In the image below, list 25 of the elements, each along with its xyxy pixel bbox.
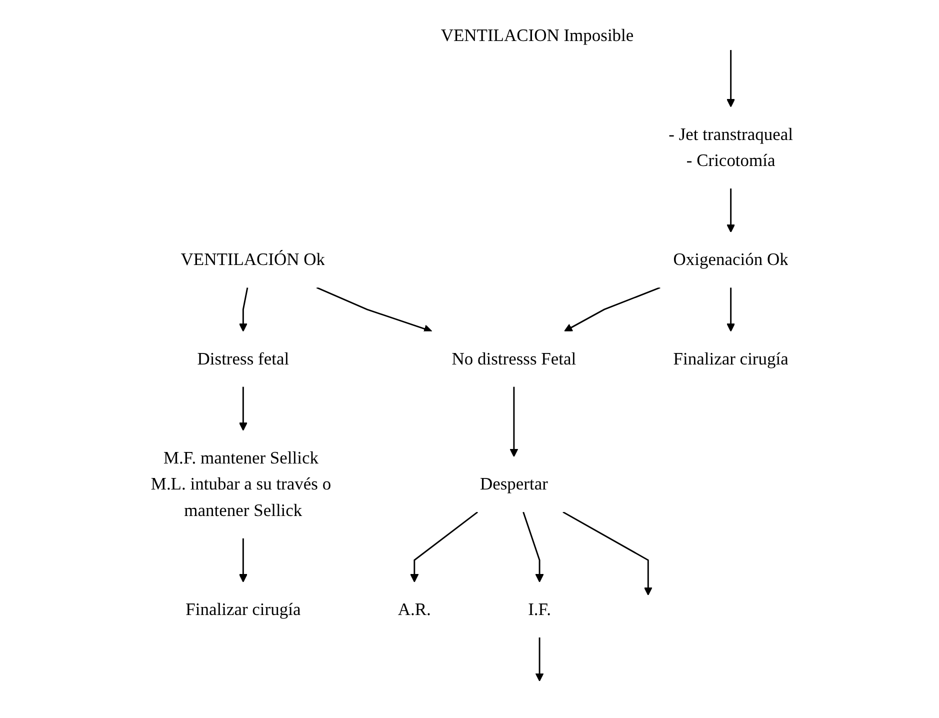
node-text: A.R. <box>398 599 431 619</box>
arrow <box>564 286 660 332</box>
node-text: Despertar <box>480 474 548 494</box>
arrow <box>238 287 248 332</box>
arrow <box>510 386 518 458</box>
arrow <box>522 512 544 582</box>
arrow <box>238 538 248 582</box>
node-text: M.F. mantener Sellick M.L. intubar a su través o mantener Sellick <box>150 448 332 520</box>
node-text: No distresss Fetal <box>452 348 576 368</box>
node-text: I.F. <box>528 599 551 619</box>
arrow <box>535 637 544 682</box>
arrow <box>726 50 736 108</box>
node-text: Finalizar cirugía <box>673 348 788 368</box>
arrow <box>562 511 652 596</box>
node-text: Finalizar cirugía <box>186 599 301 619</box>
node-text: VENTILACIÓN Ok <box>180 250 326 270</box>
arrow <box>726 188 736 233</box>
arrow <box>238 386 248 431</box>
node-text: VENTILACION Imposible <box>440 25 634 45</box>
node-text: Oxigenación Ok <box>673 250 788 270</box>
arrow <box>726 288 736 332</box>
arrow <box>410 511 478 582</box>
node-text: - Jet transtraqueal - Cricotomía <box>668 124 793 170</box>
arrow <box>316 286 432 333</box>
node-text: Distress fetal <box>197 348 290 368</box>
